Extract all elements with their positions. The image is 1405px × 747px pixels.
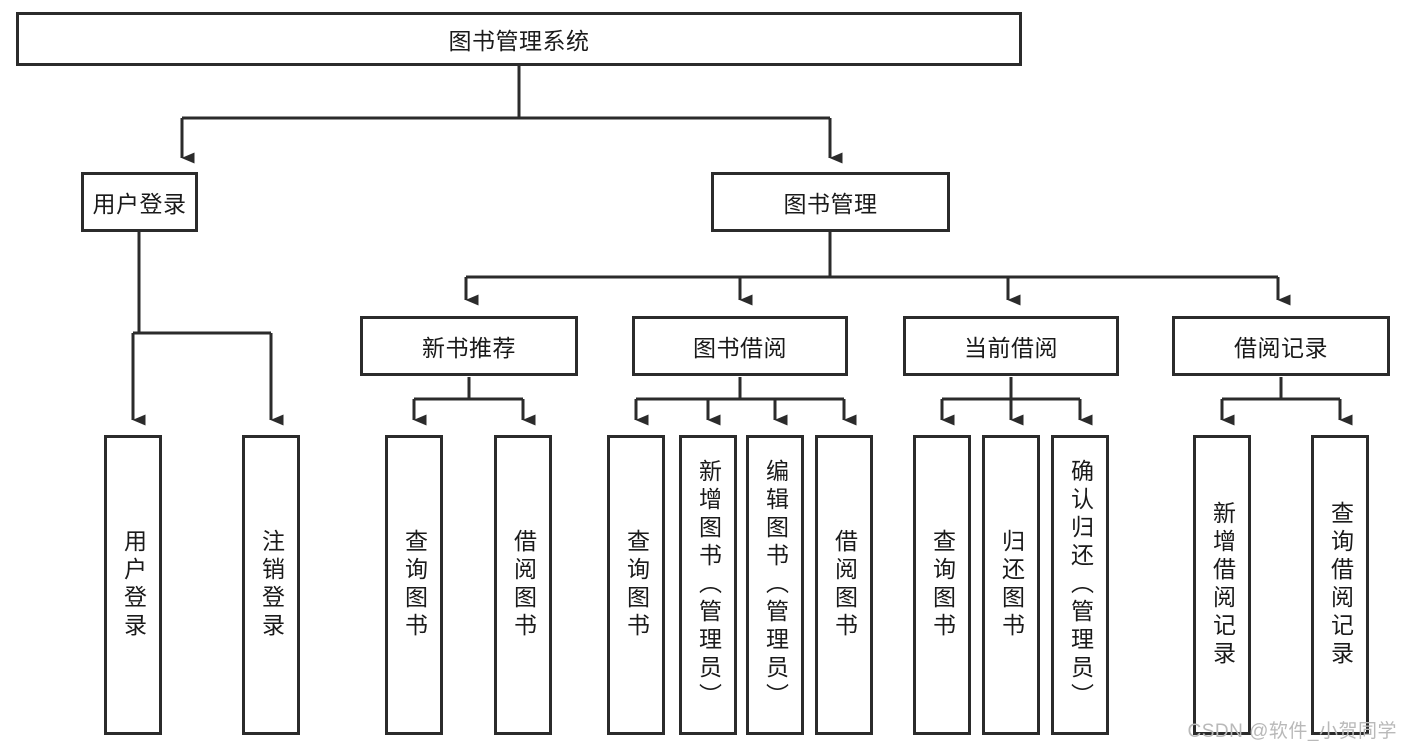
node-user-login-label: 用户登录 <box>92 191 187 217</box>
node-leaf-borrow-book-2[interactable]: 借阅图书 <box>815 435 873 735</box>
node-leaf-return-book[interactable]: 归还图书 <box>982 435 1040 735</box>
node-leaf-confirm-return-label: 确认归还（管理员） <box>1067 459 1094 711</box>
node-user-login[interactable]: 用户登录 <box>81 172 198 232</box>
node-new-book-recommend-label: 新书推荐 <box>422 335 516 361</box>
node-current-borrow[interactable]: 当前借阅 <box>903 316 1119 376</box>
node-leaf-query-record-label: 查询借阅记录 <box>1327 501 1354 669</box>
node-leaf-query-book-3[interactable]: 查询图书 <box>913 435 971 735</box>
node-leaf-user-login[interactable]: 用户登录 <box>104 435 162 735</box>
node-leaf-borrow-book-1-label: 借阅图书 <box>510 529 537 641</box>
node-leaf-query-book-3-label: 查询图书 <box>929 529 956 641</box>
node-leaf-user-login-label: 用户登录 <box>120 529 147 641</box>
node-current-borrow-label: 当前借阅 <box>964 335 1058 361</box>
node-leaf-edit-book-label: 编辑图书（管理员） <box>762 459 789 711</box>
node-new-book-recommend[interactable]: 新书推荐 <box>360 316 578 376</box>
node-leaf-add-record[interactable]: 新增借阅记录 <box>1193 435 1251 735</box>
node-leaf-return-book-label: 归还图书 <box>998 529 1025 641</box>
node-leaf-query-record[interactable]: 查询借阅记录 <box>1311 435 1369 735</box>
node-root[interactable]: 图书管理系统 <box>16 12 1022 66</box>
node-leaf-logout-login[interactable]: 注销登录 <box>242 435 300 735</box>
node-leaf-confirm-return[interactable]: 确认归还（管理员） <box>1051 435 1109 735</box>
node-leaf-borrow-book-2-label: 借阅图书 <box>831 529 858 641</box>
node-leaf-query-book-2[interactable]: 查询图书 <box>607 435 665 735</box>
node-leaf-borrow-book-1[interactable]: 借阅图书 <box>494 435 552 735</box>
node-leaf-add-record-label: 新增借阅记录 <box>1209 501 1236 669</box>
node-leaf-add-book-label: 新增图书（管理员） <box>695 459 722 711</box>
node-book-borrow[interactable]: 图书借阅 <box>632 316 848 376</box>
node-leaf-query-book-1[interactable]: 查询图书 <box>385 435 443 735</box>
node-borrow-record[interactable]: 借阅记录 <box>1172 316 1390 376</box>
node-root-label: 图书管理系统 <box>448 28 590 54</box>
csdn-watermark: CSDN @软件_小贺同学 <box>1187 721 1397 742</box>
node-book-manage[interactable]: 图书管理 <box>711 172 950 232</box>
node-book-manage-label: 图书管理 <box>783 191 878 217</box>
node-borrow-record-label: 借阅记录 <box>1234 335 1328 361</box>
node-leaf-query-book-2-label: 查询图书 <box>623 529 650 641</box>
node-leaf-logout-login-label: 注销登录 <box>258 529 285 641</box>
node-book-borrow-label: 图书借阅 <box>693 335 787 361</box>
node-leaf-query-book-1-label: 查询图书 <box>401 529 428 641</box>
node-leaf-edit-book[interactable]: 编辑图书（管理员） <box>746 435 804 735</box>
node-leaf-add-book[interactable]: 新增图书（管理员） <box>679 435 737 735</box>
